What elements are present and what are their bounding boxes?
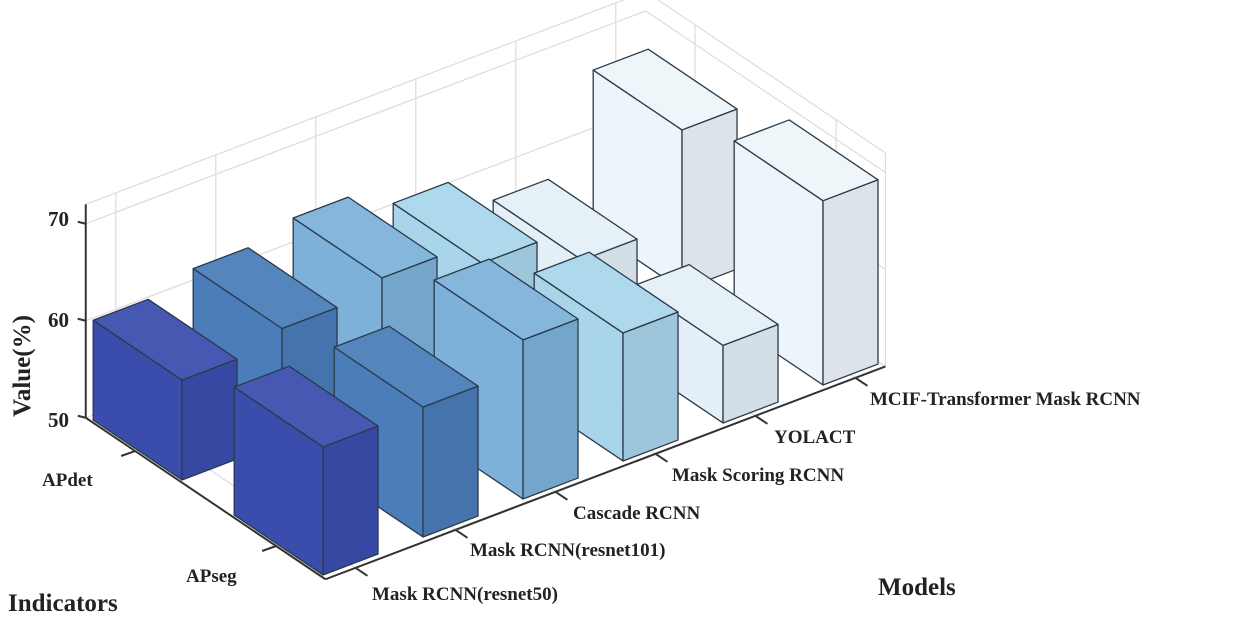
category-label: YOLACT bbox=[774, 427, 856, 448]
z-axis-label: Value(%) bbox=[8, 315, 36, 417]
z-tick bbox=[77, 414, 86, 419]
row-label: APdet bbox=[42, 470, 93, 491]
x-axis-line bbox=[325, 365, 886, 581]
bar-face-top bbox=[533, 251, 679, 334]
z-tick bbox=[77, 220, 86, 225]
category-label: Mask RCNN(resnet50) bbox=[372, 584, 558, 605]
bar-face-top bbox=[392, 181, 538, 264]
x-axis-label: Models bbox=[878, 574, 956, 601]
y-tick bbox=[261, 545, 277, 552]
bar-face-side bbox=[681, 108, 738, 291]
grid-line bbox=[645, 10, 886, 173]
y-tick bbox=[120, 450, 136, 457]
z-tick-label: 70 bbox=[48, 207, 69, 231]
bar-face-top bbox=[233, 365, 379, 448]
x-tick bbox=[854, 377, 869, 387]
bar-face-top bbox=[92, 298, 238, 381]
bar-face-top bbox=[192, 247, 338, 330]
category-label: Mask Scoring RCNN bbox=[672, 465, 845, 486]
bar-face-top bbox=[592, 48, 738, 131]
bar-face-top bbox=[292, 196, 438, 279]
y-axis-line bbox=[85, 416, 327, 581]
bar-face-top bbox=[733, 119, 879, 202]
row-label: APseg bbox=[186, 566, 237, 587]
bar-face-top bbox=[633, 263, 779, 347]
grid-border bbox=[85, 0, 626, 205]
z-tick bbox=[77, 317, 86, 322]
bar-face-side bbox=[522, 318, 579, 500]
bar-face-side bbox=[622, 311, 679, 462]
bar-face-side bbox=[422, 385, 479, 538]
bar-face-side bbox=[322, 425, 379, 576]
x-tick bbox=[654, 453, 669, 463]
z-tick-label: 50 bbox=[48, 408, 69, 432]
x-tick bbox=[554, 491, 569, 501]
x-tick bbox=[754, 415, 769, 425]
grid-line bbox=[85, 10, 646, 225]
category-label: MCIF-Transformer Mask RCNN bbox=[870, 389, 1141, 410]
grid-border bbox=[657, 0, 886, 154]
z-tick-label: 60 bbox=[48, 308, 69, 332]
y-axis-label: Indicators bbox=[8, 590, 118, 617]
bar-face-top bbox=[333, 325, 479, 408]
x-tick bbox=[454, 529, 469, 539]
bar-face-side bbox=[822, 179, 879, 386]
x-tick bbox=[354, 567, 369, 577]
bar-face-top bbox=[433, 258, 579, 341]
bar-face-top bbox=[492, 178, 638, 261]
category-label: Mask RCNN(resnet101) bbox=[470, 540, 666, 561]
category-label: Cascade RCNN bbox=[573, 503, 701, 524]
